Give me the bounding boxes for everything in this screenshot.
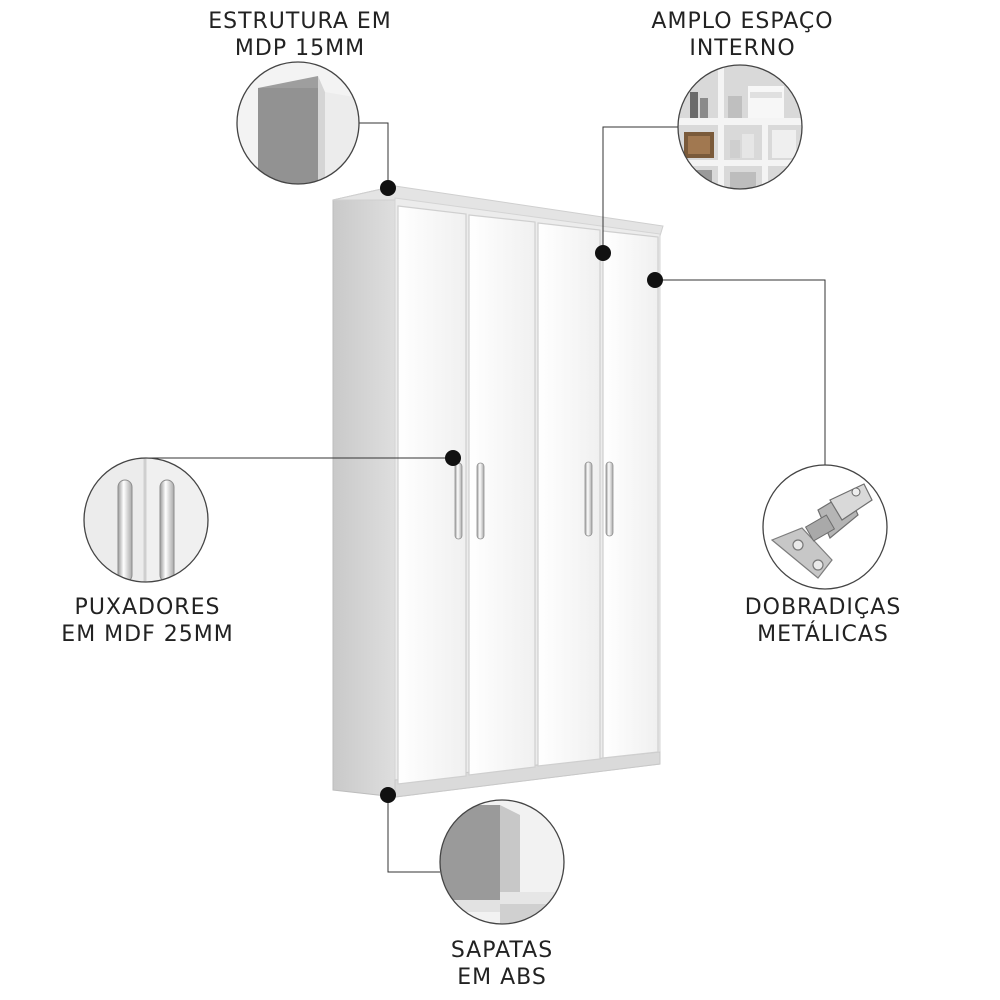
foot-icon xyxy=(440,805,500,900)
label-estrutura-line2: MDP 15MM xyxy=(234,36,366,61)
dot-sapatas xyxy=(380,787,396,803)
dot-amplo xyxy=(595,245,611,261)
label-puxadores-line1: PUXADORES xyxy=(74,595,221,620)
label-puxadores-line2: EM MDF 25MM xyxy=(61,622,234,647)
dot-dobradicas xyxy=(647,272,663,288)
door-handle-3 xyxy=(584,461,593,537)
bubble-sapatas xyxy=(439,799,565,925)
hinge-icon xyxy=(770,483,873,579)
door-handle-2 xyxy=(476,462,485,540)
door-handle-1 xyxy=(454,462,463,540)
bubble-puxadores xyxy=(83,457,209,583)
leader-lines xyxy=(146,122,826,873)
label-amplo-line2: INTERNO xyxy=(689,36,796,61)
bubble-dobradicas xyxy=(762,464,888,590)
label-estrutura: ESTRUTURA EM MDP 15MM xyxy=(205,8,395,62)
leader-sapatas xyxy=(387,795,440,873)
label-dobradicas: DOBRADIÇAS METÁLICAS xyxy=(738,594,908,648)
leader-amplo xyxy=(602,126,678,253)
label-amplo: AMPLO ESPAÇO INTERNO xyxy=(645,8,840,62)
leader-dobradicas xyxy=(655,279,826,465)
bubble-estrutura xyxy=(236,61,360,185)
shelf-icon xyxy=(678,65,802,189)
wardrobe-door-2 xyxy=(468,214,536,776)
label-puxadores: PUXADORES EM MDF 25MM xyxy=(55,594,240,648)
wardrobe-door-3 xyxy=(537,222,601,767)
dot-puxadores xyxy=(445,450,461,466)
leader-estrutura xyxy=(358,122,389,188)
callout-dots xyxy=(380,180,663,803)
wardrobe-door-1 xyxy=(397,205,467,785)
wardrobe xyxy=(332,185,664,798)
label-dobradicas-line1: DOBRADIÇAS xyxy=(744,595,902,620)
handle-icon-left xyxy=(117,479,133,582)
label-sapatas-line2: EM ABS xyxy=(457,965,547,990)
bubble-amplo xyxy=(677,64,803,190)
door-handle-4 xyxy=(605,461,614,537)
label-sapatas-line1: SAPATAS xyxy=(450,938,554,963)
handle-icon-right xyxy=(159,479,175,582)
label-dobradicas-line2: METÁLICAS xyxy=(757,622,889,647)
label-estrutura-line1: ESTRUTURA EM xyxy=(208,9,392,34)
wardrobe-door-4 xyxy=(602,230,659,759)
wardrobe-side-panel xyxy=(332,185,396,798)
label-amplo-line1: AMPLO ESPAÇO xyxy=(651,9,834,34)
label-sapatas: SAPATAS EM ABS xyxy=(432,937,572,991)
dot-estrutura xyxy=(380,180,396,196)
